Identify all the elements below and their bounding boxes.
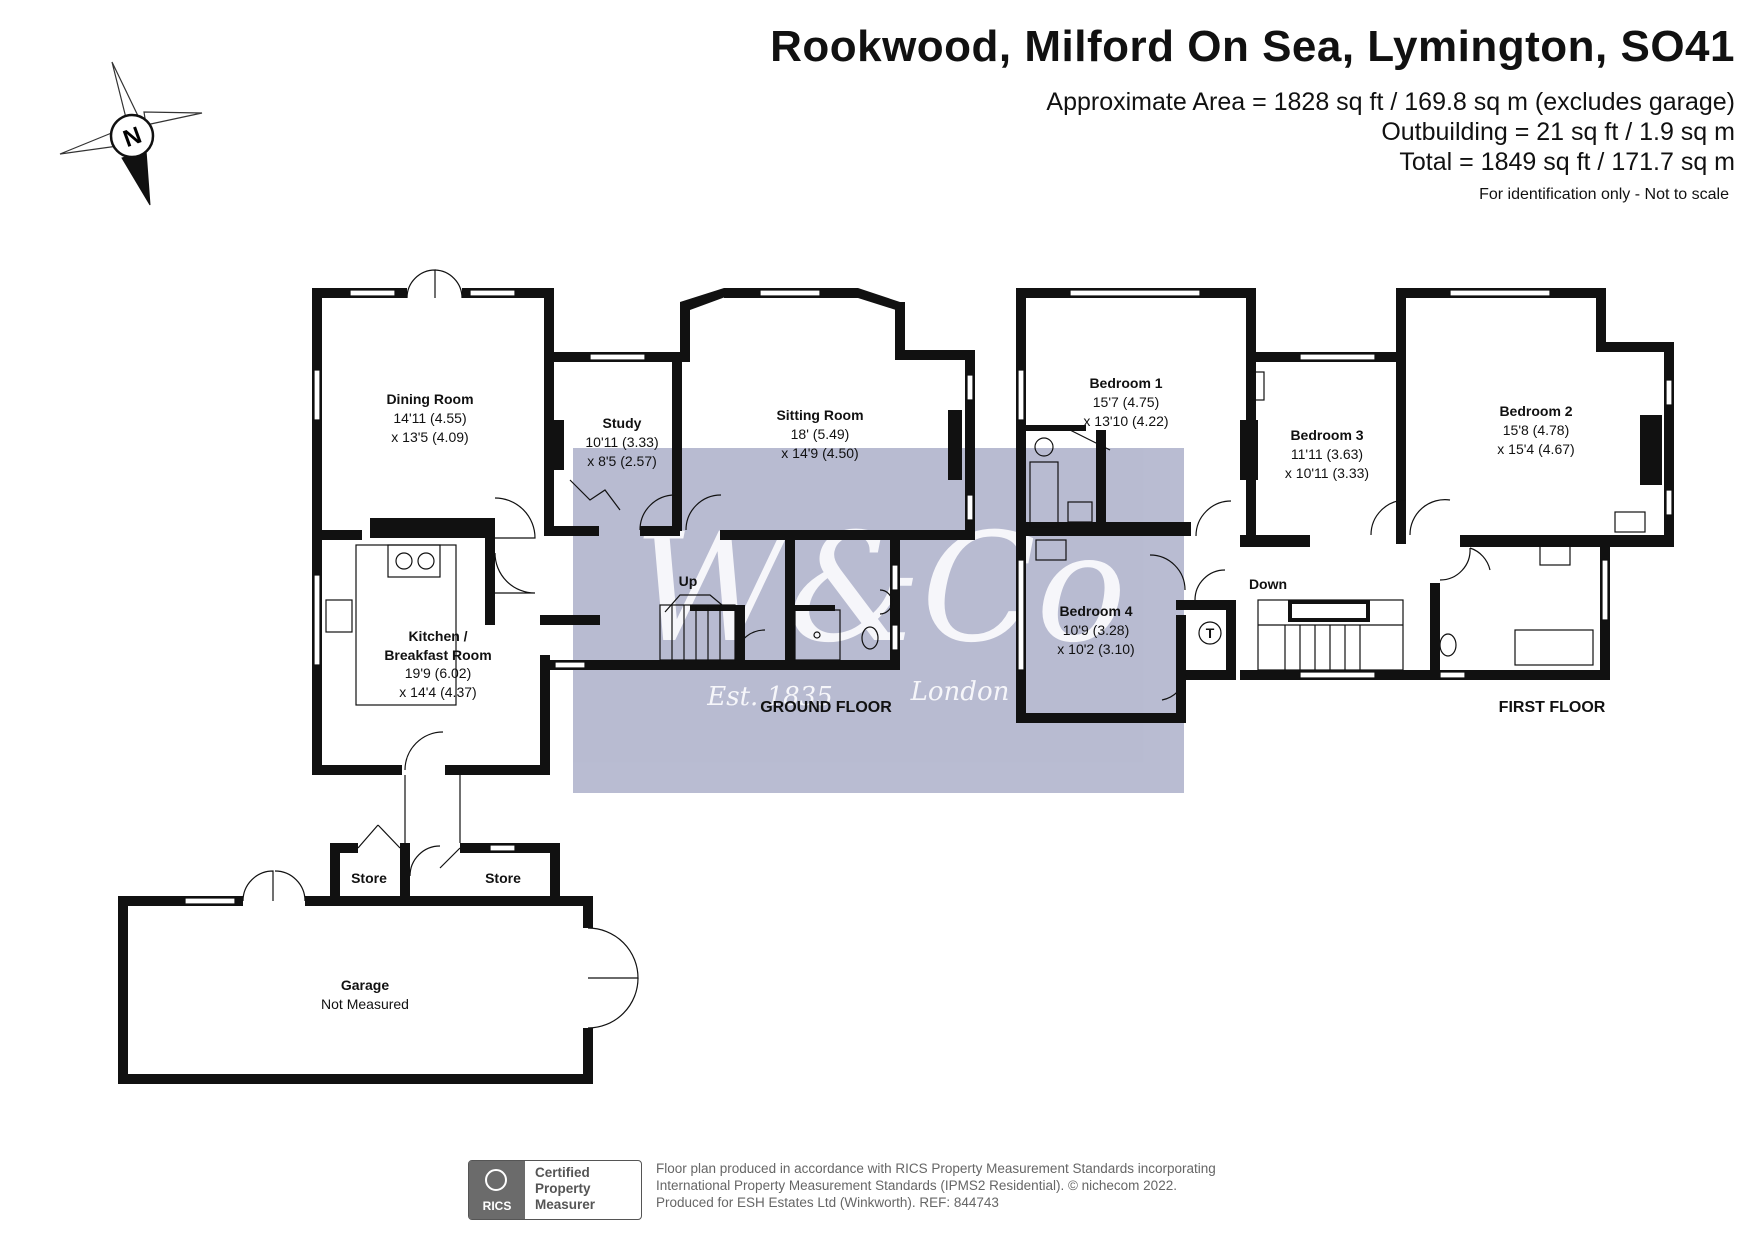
store-2-label: Store [485, 870, 521, 886]
dining-room-dim2: x 13'5 (4.09) [391, 429, 468, 445]
room-kitchen: Kitchen / Breakfast Room 19'9 (6.02) x 1… [384, 628, 491, 700]
study-dim1: 10'11 (3.33) [585, 434, 658, 450]
footer-line-1: Floor plan produced in accordance with R… [656, 1161, 1216, 1176]
kitchen-dim2: x 14'4 (4.37) [399, 684, 476, 700]
watermark-est: Est. 1835 [706, 682, 832, 712]
tank-label: T [1206, 625, 1215, 641]
bedroom-2-dim1: 15'8 (4.78) [1503, 422, 1570, 438]
stairs-up-label: Up [679, 573, 698, 589]
bedroom-3-dim2: x 10'11 (3.33) [1285, 465, 1369, 481]
room-bedroom-2: Bedroom 2 15'8 (4.78) x 15'4 (4.67) [1497, 403, 1574, 457]
footer-line-2: International Property Measurement Stand… [656, 1178, 1177, 1193]
room-sitting: Sitting Room 18' (5.49) x 14'9 (4.50) [776, 407, 863, 461]
compass-icon: N [59, 61, 203, 206]
ground-stairs: Up [659, 573, 736, 661]
room-study: Study 10'11 (3.33) x 8'5 (2.57) [585, 415, 658, 469]
property-title: Rookwood, Milford On Sea, Lymington, SO4… [770, 22, 1735, 71]
first-floor-doors [1069, 429, 1491, 701]
room-bedroom-3: Bedroom 3 11'11 (3.63) x 10'11 (3.33) [1285, 427, 1369, 481]
sitting-room-name: Sitting Room [776, 407, 863, 423]
bedroom-4-dim2: x 10'2 (3.10) [1057, 641, 1134, 657]
bedroom-2-dim2: x 15'4 (4.67) [1497, 441, 1574, 457]
dining-room-name: Dining Room [386, 391, 473, 407]
first-floor-walls [1016, 288, 1674, 723]
room-bedroom-4: Bedroom 4 10'9 (3.28) x 10'2 (3.10) [1057, 603, 1134, 657]
footer-text: Floor plan produced in accordance with R… [656, 1160, 1216, 1211]
dining-room-dim1: 14'11 (4.55) [393, 410, 466, 426]
bedroom-4-name: Bedroom 4 [1059, 603, 1132, 619]
rics-badge-text: Certified Property Measurer [535, 1165, 595, 1213]
rics-globe-icon [485, 1169, 507, 1191]
kitchen-name-line1: Kitchen / [408, 628, 467, 644]
outbuilding-area-text: Outbuilding = 21 sq ft / 1.9 sq m [1381, 118, 1735, 146]
total-area-text: Total = 1849 sq ft / 171.7 sq m [1399, 148, 1735, 176]
badge-line-3: Measurer [535, 1197, 596, 1212]
bedroom-3-name: Bedroom 3 [1290, 427, 1363, 443]
bedroom-1-name: Bedroom 1 [1089, 375, 1162, 391]
first-floor-label: FIRST FLOOR [1499, 699, 1606, 716]
bedroom-1-dim1: 15'7 (4.75) [1093, 394, 1160, 410]
identification-note: For identification only - Not to scale [1479, 186, 1729, 203]
bedroom-4-dim1: 10'9 (3.28) [1063, 622, 1130, 638]
footer-line-3: Produced for ESH Estates Ltd (Winkworth)… [656, 1195, 999, 1210]
room-dining: Dining Room 14'11 (4.55) x 13'5 (4.09) [386, 391, 473, 445]
rics-org: RICS [482, 1199, 512, 1213]
rics-logo: RICS [469, 1161, 525, 1219]
outbuilding-walls [118, 824, 639, 1084]
kitchen-dim1: 19'9 (6.02) [405, 665, 472, 681]
watermark: W&Co Est. 1835 London [573, 448, 1184, 793]
kitchen-name-line2: Breakfast Room [384, 647, 491, 663]
bedroom-1-dim2: x 13'10 (4.22) [1083, 413, 1168, 429]
rics-badge: RICS Certified Property Measurer [468, 1160, 642, 1220]
stairs-down-label: Down [1249, 576, 1287, 592]
badge-line-2: Property [535, 1181, 591, 1196]
watermark-city: London [910, 677, 1010, 707]
ground-floor-walls [312, 269, 975, 775]
bedroom-2-name: Bedroom 2 [1499, 403, 1572, 419]
badge-line-1: Certified [535, 1165, 590, 1180]
sitting-room-dim1: 18' (5.49) [791, 426, 850, 442]
store-1-label: Store [351, 870, 387, 886]
study-name: Study [603, 415, 642, 431]
approx-area-text: Approximate Area = 1828 sq ft / 169.8 sq… [1046, 88, 1735, 116]
footer: RICS Certified Property Measurer Floor p… [468, 1160, 1288, 1220]
garage-name: Garage [341, 977, 389, 993]
room-bedroom-1: Bedroom 1 15'7 (4.75) x 13'10 (4.22) [1083, 375, 1168, 429]
garage-note: Not Measured [321, 996, 409, 1012]
sitting-room-dim2: x 14'9 (4.50) [781, 445, 858, 461]
shower-fittings [794, 589, 893, 661]
study-dim2: x 8'5 (2.57) [587, 453, 657, 469]
ground-floor-label: GROUND FLOOR [760, 699, 892, 716]
bedroom-3-dim1: 11'11 (3.63) [1291, 446, 1363, 462]
